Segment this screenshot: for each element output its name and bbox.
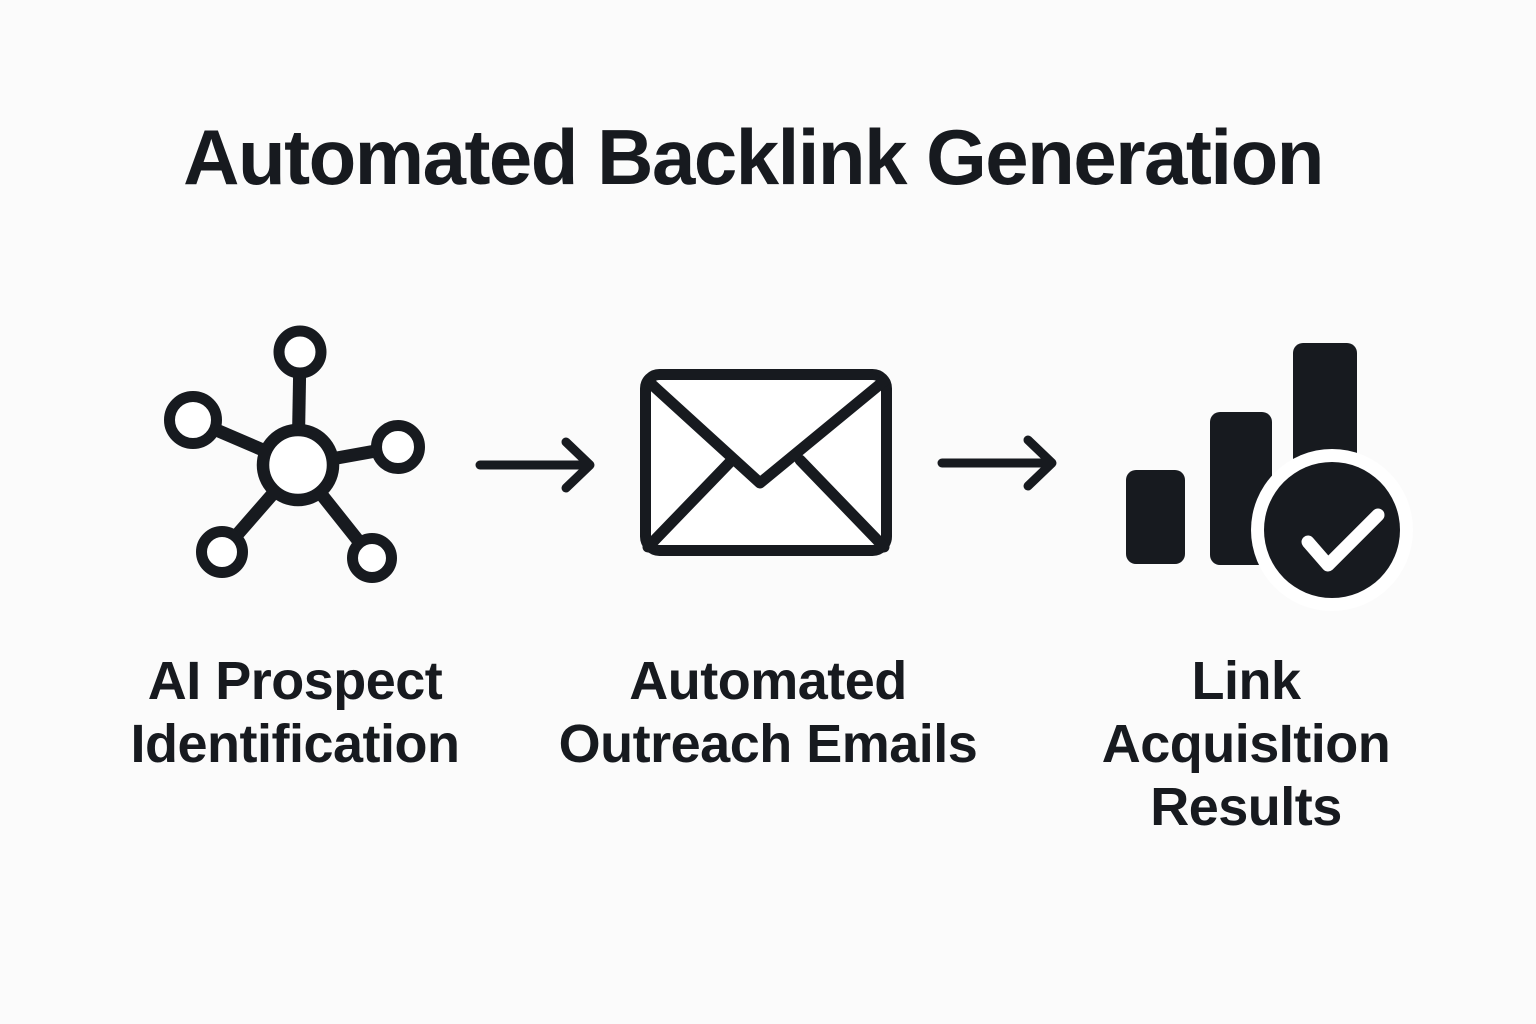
step-label-line: AI Prospect — [147, 651, 443, 711]
arrow-right-icon — [932, 428, 1062, 498]
diagram-title: Automated Backlink Generation — [183, 113, 1324, 201]
step-label-line: Link — [1191, 651, 1301, 711]
step-label-line: Automated — [629, 651, 907, 711]
envelope-icon — [640, 369, 892, 556]
step-label-line: Results — [1150, 777, 1342, 837]
step-label-automated-outreach-emails: Automated Outreach Emails — [559, 650, 978, 776]
arrow-right-icon — [470, 430, 600, 500]
step-label-line: Outreach Emails — [558, 714, 978, 774]
step-label-line: AcquisItion — [1101, 714, 1391, 774]
step-label-line: Identification — [130, 714, 461, 774]
bar-chart-checkmark-icon — [1118, 338, 1418, 618]
network-nodes-icon — [160, 320, 430, 586]
step-label-ai-prospect-identification: AI Prospect Identification — [130, 650, 461, 776]
step-label-link-acquisition-results: Link AcquisItion Results — [1102, 650, 1391, 839]
